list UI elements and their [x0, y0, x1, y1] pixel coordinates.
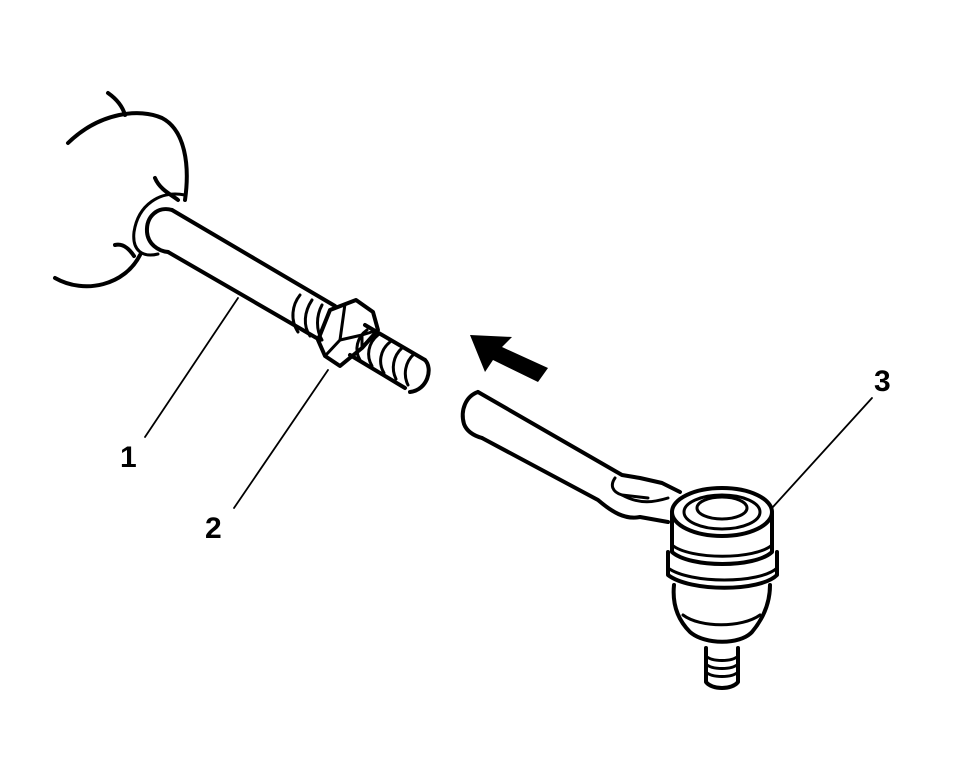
rack-boot-housing — [53, 91, 189, 289]
leader-line-1 — [144, 297, 239, 438]
callout-label-2: 2 — [205, 512, 222, 545]
inner-tie-rod — [144, 207, 337, 342]
install-direction-arrow-icon — [470, 335, 548, 382]
outer-tie-rod-end — [460, 390, 779, 690]
leader-line-2 — [233, 369, 329, 509]
threaded-stud — [348, 323, 431, 394]
leader-line-3 — [771, 397, 873, 509]
callout-label-3: 3 — [874, 365, 891, 398]
callout-label-1: 1 — [120, 441, 137, 474]
